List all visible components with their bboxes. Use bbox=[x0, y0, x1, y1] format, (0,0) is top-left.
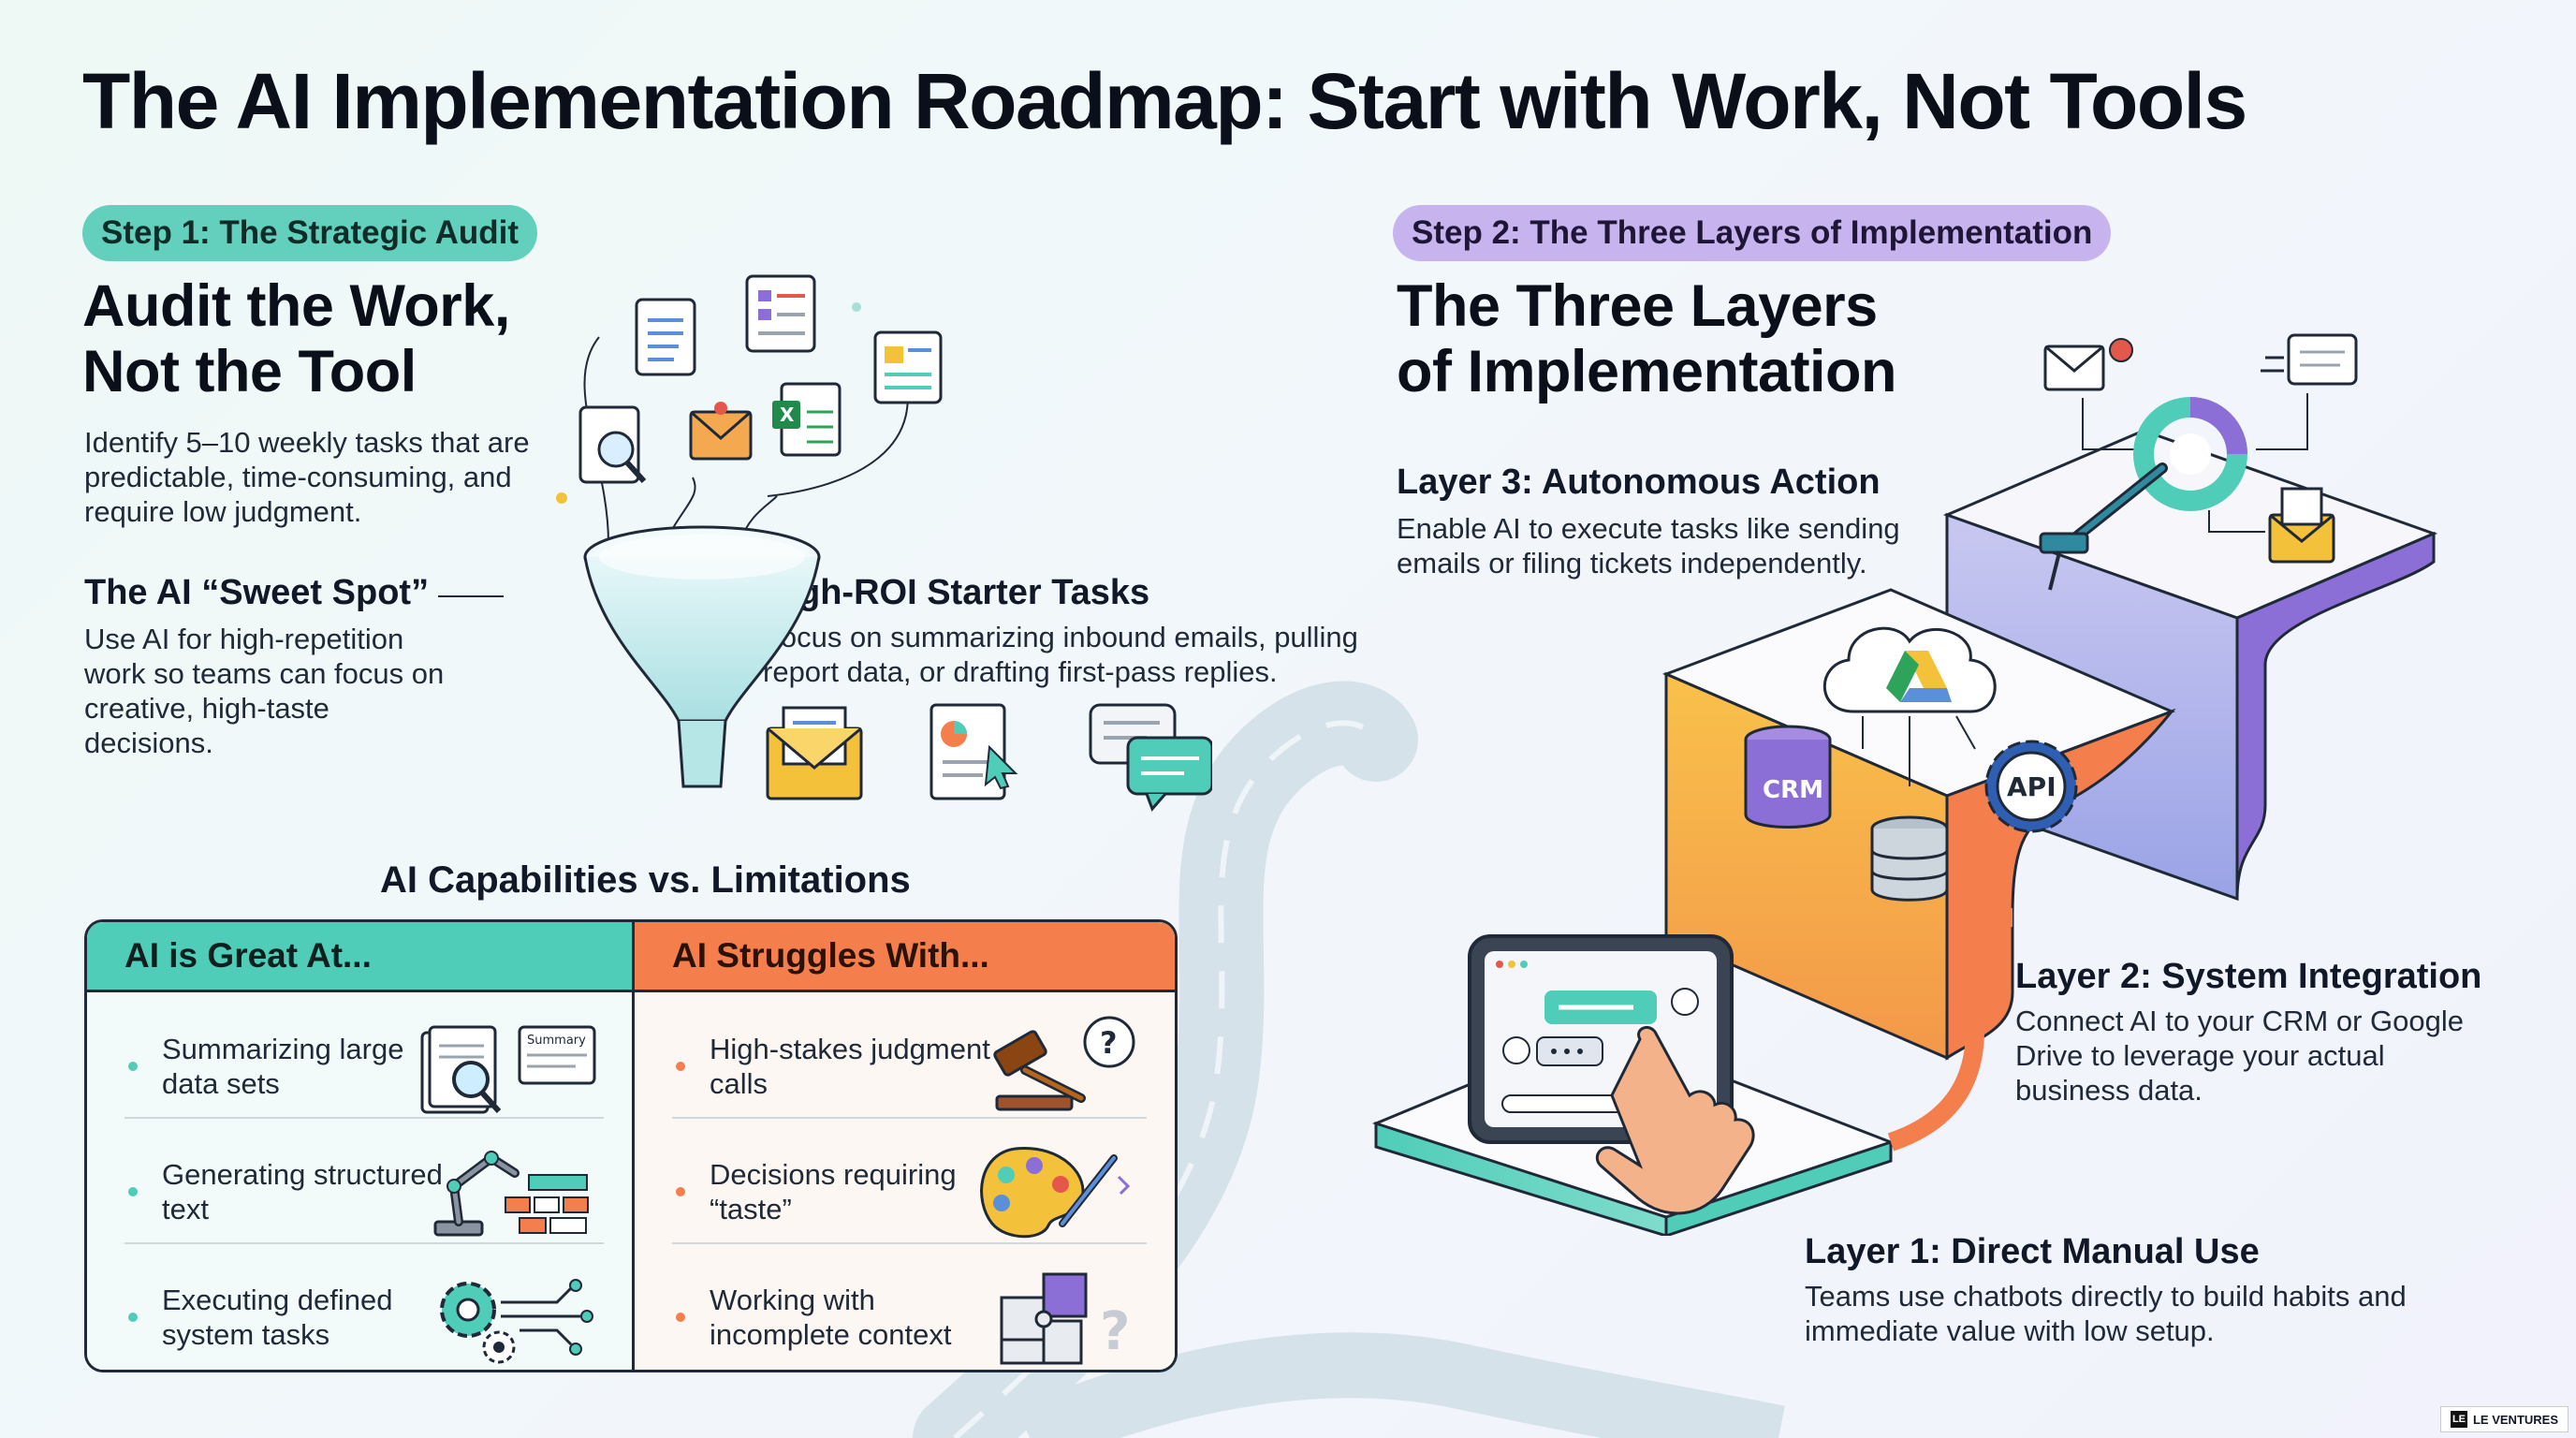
bullet-dot bbox=[128, 1187, 138, 1196]
bullet-dot bbox=[128, 1062, 138, 1071]
capabilities-title: AI Capabilities vs. Limitations bbox=[380, 859, 911, 901]
crm-label: CRM bbox=[1763, 776, 1823, 804]
bullet-dot bbox=[676, 1313, 685, 1322]
great-item: Generating structured text bbox=[115, 1130, 604, 1254]
svg-text:?: ? bbox=[1100, 1025, 1118, 1061]
great-item-text: Executing defined system tasks bbox=[162, 1284, 393, 1351]
page-title: The AI Implementation Roadmap: Start wit… bbox=[82, 57, 2247, 145]
step2-pill: Step 2: The Three Layers of Implementati… bbox=[1393, 205, 2112, 261]
sweet-spot-text: Use AI for high-repetition work so teams… bbox=[84, 623, 445, 759]
struggle-item-text: Decisions requiring “taste” bbox=[710, 1158, 957, 1225]
report-icon bbox=[929, 703, 1018, 800]
sweet-spot-title: The AI “Sweet Spot” bbox=[84, 573, 430, 612]
layers-staircase-illustration: CRM API bbox=[1371, 333, 2438, 1236]
step1-heading-line2: Not the Tool bbox=[82, 339, 417, 404]
step1-intro: Identify 5–10 weekly tasks that are pred… bbox=[84, 426, 530, 528]
struggles-column: AI Struggles With... High-stakes judgmen… bbox=[632, 922, 1175, 1370]
bullet-dot bbox=[676, 1187, 685, 1196]
palette-icon bbox=[980, 1147, 1131, 1239]
svg-text:?: ? bbox=[1100, 1301, 1130, 1362]
starter-task-icons bbox=[766, 703, 1212, 812]
chat-reply-icon bbox=[1089, 703, 1212, 812]
capabilities-table: AI is Great At... Summarizing large data… bbox=[84, 919, 1178, 1372]
puzzle-icon: ? bbox=[1000, 1272, 1130, 1365]
brand-mark: LE bbox=[2450, 1411, 2467, 1428]
api-label: API bbox=[2007, 771, 2056, 802]
row-divider bbox=[124, 1242, 604, 1244]
svg-text:X: X bbox=[780, 404, 795, 426]
row-divider bbox=[672, 1242, 1147, 1244]
struggles-header: AI Struggles With... bbox=[635, 922, 1175, 992]
row-divider bbox=[672, 1117, 1147, 1119]
starter-tasks-title: High-ROI Starter Tasks bbox=[763, 573, 1150, 612]
api-gear-icon: API bbox=[1984, 740, 2078, 833]
email-icon bbox=[766, 706, 863, 800]
robot-arm-icon bbox=[433, 1151, 589, 1237]
sweet-spot-connector bbox=[438, 595, 504, 597]
brand-name: LE VENTURES bbox=[2472, 1412, 2558, 1427]
hand-pointer-icon bbox=[1595, 1026, 1755, 1215]
step1-heading-line1: Audit the Work, bbox=[82, 273, 510, 339]
layer1-title: Layer 1: Direct Manual Use bbox=[1805, 1232, 2260, 1271]
step2-heading: The Three Layers of Implementation bbox=[1397, 273, 1897, 404]
great-at-column: AI is Great At... Summarizing large data… bbox=[87, 922, 632, 1370]
step1-heading: Audit the Work, Not the Tool bbox=[82, 273, 510, 404]
struggle-item: Working with incomplete context ? bbox=[663, 1255, 1147, 1370]
great-item: Executing defined system tasks bbox=[115, 1255, 604, 1370]
layer3-title: Layer 3: Autonomous Action bbox=[1397, 462, 1881, 502]
chat-message-icon bbox=[2261, 333, 2358, 386]
bullet-dot bbox=[128, 1313, 138, 1322]
starter-tasks-text: Focus on summarizing inbound emails, pul… bbox=[763, 621, 1358, 688]
funnel-illustration: X bbox=[556, 274, 943, 788]
struggle-item: High-stakes judgment calls ? bbox=[663, 1005, 1147, 1128]
gears-icon bbox=[440, 1279, 593, 1364]
summary-label: Summary bbox=[527, 1034, 586, 1048]
sync-arrows-icon bbox=[2133, 397, 2247, 511]
step2-heading-line2: of Implementation bbox=[1397, 339, 1897, 404]
great-item-text: Summarizing large data sets bbox=[162, 1033, 404, 1100]
layer2-title: Layer 2: System Integration bbox=[2015, 957, 2482, 996]
email-alert-icon bbox=[2043, 338, 2133, 391]
cloud-drive-icon bbox=[1822, 626, 1997, 713]
summary-documents-icon: Summary bbox=[420, 1025, 596, 1114]
layer1-text: Teams use chatbots directly to build hab… bbox=[1805, 1280, 2407, 1347]
great-item: Summarizing large data sets Summary bbox=[115, 1005, 604, 1128]
row-divider bbox=[124, 1117, 604, 1119]
struggle-item: Decisions requiring “taste” bbox=[663, 1130, 1147, 1254]
great-at-header: AI is Great At... bbox=[87, 922, 632, 992]
robot-arm-action-icon bbox=[2039, 462, 2168, 591]
email-send-icon bbox=[2268, 487, 2335, 564]
bullet-dot bbox=[676, 1062, 685, 1071]
server-database-icon bbox=[1870, 815, 1949, 902]
great-item-text: Generating structured text bbox=[162, 1158, 443, 1225]
struggle-item-text: High-stakes judgment calls bbox=[710, 1033, 990, 1100]
struggle-item-text: Working with incomplete context bbox=[710, 1284, 952, 1351]
gavel-icon: ? bbox=[993, 1016, 1135, 1111]
document-icon bbox=[635, 298, 696, 376]
step2-heading-line1: The Three Layers bbox=[1397, 273, 1878, 339]
step1-pill: Step 1: The Strategic Audit bbox=[82, 205, 537, 261]
layer2-text: Connect AI to your CRM or Google Drive t… bbox=[2015, 1005, 2465, 1107]
layer3-text: Enable AI to execute tasks like sending … bbox=[1397, 512, 1900, 580]
brand-logo: LE LE VENTURES bbox=[2439, 1406, 2569, 1432]
crm-database-icon: CRM bbox=[1744, 725, 1832, 829]
